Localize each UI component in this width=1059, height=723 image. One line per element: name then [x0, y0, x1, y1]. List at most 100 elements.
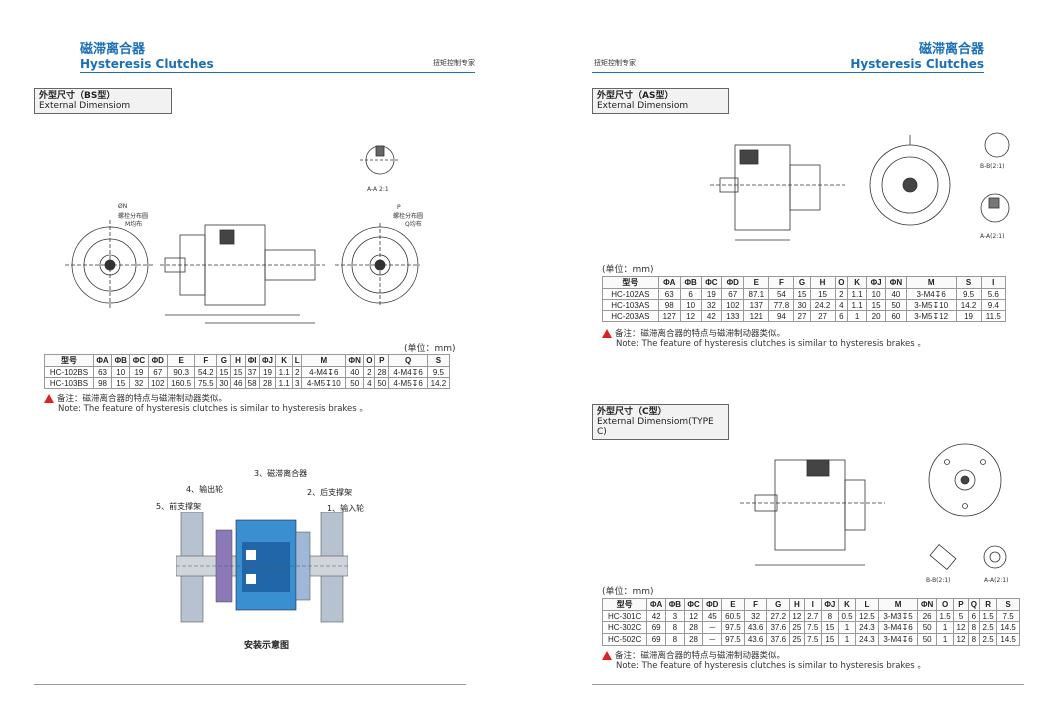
c-table-cell: HC-502C	[601, 633, 648, 646]
c-table-cell: 15	[820, 633, 839, 646]
bs-section-en: External Dimensiom	[39, 101, 131, 111]
install-label-5: 5、前支撑架	[156, 502, 202, 511]
bs-col-header: M	[301, 354, 347, 367]
left-page-header: 磁滞离合器 Hysteresis Clutches 扭矩控制专家	[80, 38, 475, 73]
c-table-cell: 69	[646, 633, 667, 646]
c-table-cell: 32	[743, 610, 768, 622]
bs-col-header: ΦC	[129, 354, 149, 367]
as-table-cell: 3-M4↧6	[905, 288, 957, 300]
bs-table-cell: 10	[111, 366, 131, 378]
c-table-cell: 8	[967, 621, 980, 634]
as-table-cell: 9.5	[955, 288, 982, 300]
as-col-header: F	[768, 276, 795, 289]
as-col-header: E	[743, 276, 770, 289]
c-table-cell: 3	[665, 610, 685, 622]
c-table-cell: 8	[665, 633, 685, 646]
right-title-en: Hysteresis Clutches	[850, 57, 984, 71]
c-table-cell: 50	[917, 621, 937, 634]
bs-table-cell: 37	[244, 366, 260, 378]
as-note-en: Note: The feature of hysteresis clutches…	[616, 339, 926, 349]
c-table-cell: 6	[967, 610, 980, 622]
warning-icon	[602, 329, 612, 338]
bs-drawing	[65, 145, 420, 324]
c-table-cell: 43.6	[743, 621, 768, 634]
bs-col-header: L	[292, 354, 303, 367]
as-table-cell: 11.5	[980, 310, 1007, 322]
c-table-cell: 60.5	[721, 610, 745, 622]
c-table-cell: 7.5	[996, 610, 1020, 622]
bs-table-cell: 4-M5↧6	[388, 377, 428, 389]
c-bb-label: B-B(2:1)	[926, 577, 951, 584]
right-bottom-rule	[592, 684, 1024, 685]
bs-table-cell: 9.5	[426, 366, 451, 378]
as-table-cell: 127	[657, 310, 681, 322]
left-title-cn: 磁滞离合器	[80, 42, 146, 57]
as-table-cell: 1	[847, 310, 868, 322]
as-col-header: K	[847, 276, 868, 289]
c-table-cell: HC-301C	[601, 610, 648, 622]
bs-table-cell: 98	[92, 377, 113, 389]
bs-table-cell: 4-M5↧10	[301, 377, 347, 389]
as-col-header: ΦA	[657, 276, 681, 289]
c-table-cell: 3-M3↧5	[877, 610, 919, 622]
as-table-cell: 24.2	[809, 299, 836, 311]
as-table-cell: 15	[793, 288, 811, 300]
c-col-header: F	[743, 598, 768, 611]
c-table-cell: 28	[683, 633, 704, 646]
as-note: 备注：磁滞离合器的特点与磁滞制动器类似。 Note: The feature o…	[602, 329, 926, 349]
c-table-cell: 12	[683, 610, 704, 622]
as-table-cell: 19	[955, 310, 982, 322]
bs-table-cell: 102	[147, 377, 168, 389]
as-table-cell: 15	[866, 299, 887, 311]
install-label-4: 4、输出轮	[186, 485, 224, 494]
c-table-cell: 28	[683, 621, 704, 634]
bs-col-header: ΦI	[244, 354, 260, 367]
bs-table-cell: 3	[292, 377, 303, 389]
c-col-header: O	[935, 598, 955, 611]
c-table-cell: 50	[917, 633, 937, 646]
left-tagline: 扭矩控制专家	[433, 59, 475, 67]
c-note-en: Note: The feature of hysteresis clutches…	[616, 661, 926, 671]
install-diagram	[176, 512, 348, 623]
as-table-cell: 137	[743, 299, 770, 311]
as-table-cell: 10	[679, 299, 702, 311]
bs-table-cell: 14.2	[426, 377, 451, 389]
bs-col-header: ΦJ	[258, 354, 277, 367]
bs-col-header: Q	[388, 354, 428, 367]
as-table-cell: 19	[700, 288, 723, 300]
bs-table-cell: 15	[216, 366, 232, 378]
c-section-cn: 外型尺寸（C型）	[597, 407, 667, 417]
as-unit: (单位：mm)	[602, 265, 654, 275]
bs-unit: (单位：mm)	[404, 344, 456, 354]
as-table-cell: 32	[700, 299, 723, 311]
as-table-cell: 3-M5↧10	[905, 299, 957, 311]
c-unit: (单位：mm)	[602, 587, 654, 597]
as-table-cell: 77.8	[768, 299, 795, 311]
as-table-cell: 63	[657, 288, 681, 300]
as-note-cn: 备注：磁滞离合器的特点与磁滞制动器类似。	[615, 329, 786, 339]
bs-table-cell: 15	[230, 366, 246, 378]
c-col-header: L	[855, 598, 879, 611]
right-page-header: 磁滞离合器 Hysteresis Clutches 扭矩控制专家	[592, 38, 984, 73]
bs-col-header: G	[216, 354, 232, 367]
bs-table-cell: 4-M4↧6	[388, 366, 428, 378]
as-table-cell: 12	[679, 310, 702, 322]
as-col-header: M	[905, 276, 957, 289]
as-table-cell: 15	[809, 288, 836, 300]
bs-section-header: 外型尺寸（BS型） External Dimensiom	[34, 88, 172, 114]
as-table-cell: 9.4	[980, 299, 1007, 311]
right-tagline: 扭矩控制专家	[594, 59, 636, 67]
as-section-en: External Dimensiom	[597, 101, 689, 111]
bs-p-label: P	[397, 204, 401, 211]
c-col-header: I	[803, 598, 822, 611]
c-table-cell: 12	[789, 610, 805, 622]
as-table-cell: HC-103AS	[602, 299, 659, 311]
as-table-cell: 54	[768, 288, 795, 300]
c-col-header: ΦN	[917, 598, 937, 611]
